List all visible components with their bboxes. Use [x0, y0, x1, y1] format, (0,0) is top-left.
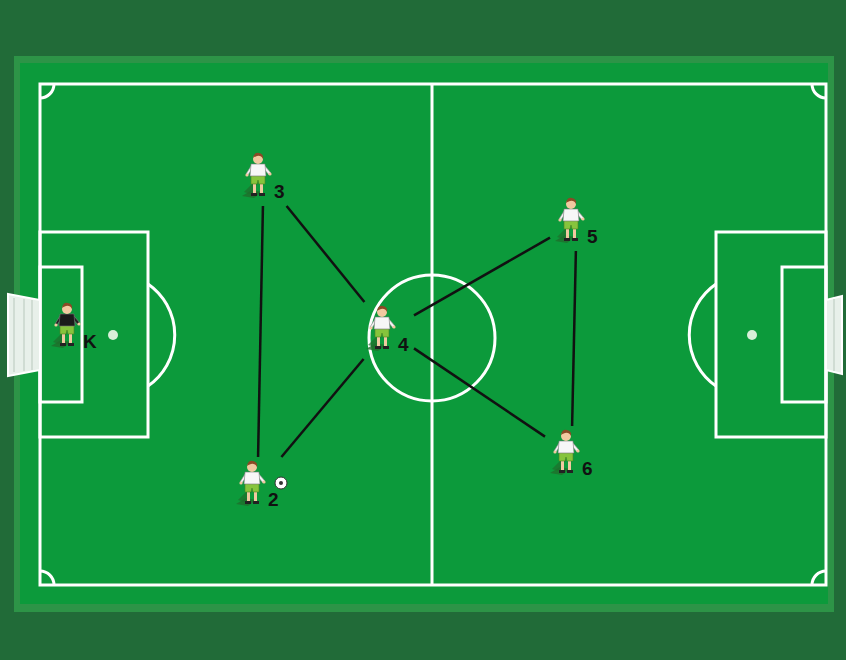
- pass-line: [281, 359, 363, 457]
- player-boot: [251, 193, 257, 196]
- player-hand: [558, 218, 561, 221]
- player-number: K: [83, 332, 97, 351]
- player-boot: [567, 470, 573, 473]
- player-hand: [392, 325, 395, 328]
- goal-net: [8, 294, 40, 376]
- player-hair: [253, 153, 263, 159]
- player-number: 5: [587, 227, 598, 246]
- penalty-box: [716, 232, 826, 437]
- player-shirt: [250, 164, 266, 176]
- player-hair: [561, 430, 571, 436]
- player-hand: [369, 326, 372, 329]
- corner-arc: [40, 84, 54, 98]
- player-boot: [60, 343, 66, 346]
- corner-arc: [812, 84, 826, 98]
- ball: [275, 477, 287, 489]
- net-line: [32, 300, 33, 370]
- pitch-frame: [14, 56, 834, 612]
- net-line: [834, 299, 835, 371]
- player-shirt: [59, 314, 75, 326]
- player-number: 3: [274, 182, 285, 201]
- player-shorts: [375, 328, 389, 337]
- player-number: 4: [398, 335, 409, 354]
- net-line: [14, 298, 15, 372]
- halfway-line: [431, 84, 434, 585]
- player-hand: [268, 172, 271, 175]
- player-boot: [68, 343, 74, 346]
- pass-line: [287, 206, 365, 302]
- player-hand: [77, 322, 80, 325]
- player-shirt: [558, 441, 574, 453]
- goal-box: [782, 267, 826, 402]
- pass-line: [414, 348, 545, 436]
- player-boot: [245, 501, 251, 504]
- player-hand: [576, 449, 579, 452]
- pass-line: [572, 251, 576, 426]
- player-hair: [62, 303, 72, 309]
- penalty-spot: [747, 330, 757, 340]
- ball: [275, 477, 287, 489]
- player-hand: [54, 323, 57, 326]
- player-boot: [572, 238, 578, 241]
- player-shirt: [244, 472, 260, 484]
- player-boot: [564, 238, 570, 241]
- touch-line: [40, 84, 826, 585]
- player-hand: [262, 480, 265, 483]
- player-shorts: [251, 175, 265, 184]
- player: 5: [553, 197, 600, 248]
- player: 3: [240, 152, 287, 203]
- player-hand: [245, 173, 248, 176]
- penalty-arc: [148, 284, 175, 386]
- pass-line: [258, 206, 263, 457]
- corner-arc: [812, 571, 826, 585]
- player-hand: [239, 481, 242, 484]
- goal-net: [826, 296, 842, 374]
- player-shorts: [564, 220, 578, 229]
- player-hair: [247, 461, 257, 467]
- player-boot: [375, 346, 381, 349]
- player-shirt: [374, 317, 390, 329]
- player-number: 6: [582, 459, 593, 478]
- player-shorts: [60, 325, 74, 334]
- goal-net: [826, 296, 842, 374]
- penalty-box: [40, 232, 148, 437]
- player-number: 2: [268, 490, 279, 509]
- player: 6: [548, 429, 595, 480]
- player-hand: [553, 450, 556, 453]
- player-boot: [259, 193, 265, 196]
- player-hair: [566, 198, 576, 204]
- pass-line: [414, 238, 550, 316]
- player: 4: [364, 305, 411, 356]
- corner-arc: [40, 571, 54, 585]
- goal-net: [8, 294, 40, 376]
- player-boot: [253, 501, 259, 504]
- player: K: [49, 302, 99, 353]
- player-shorts: [559, 452, 573, 461]
- penalty-arc: [689, 284, 716, 386]
- pitch-lines: [40, 84, 826, 585]
- centre-circle: [369, 275, 495, 401]
- net-line: [24, 299, 25, 371]
- ball-patch: [279, 481, 283, 485]
- player-boot: [383, 346, 389, 349]
- pitch-grass: [20, 63, 828, 604]
- player-shorts: [245, 483, 259, 492]
- player: 2: [234, 460, 281, 511]
- penalty-spot: [108, 330, 118, 340]
- player-hair: [377, 306, 387, 312]
- player-hand: [581, 217, 584, 220]
- player-boot: [559, 470, 565, 473]
- goal-box: [40, 267, 82, 402]
- player-shirt: [563, 209, 579, 221]
